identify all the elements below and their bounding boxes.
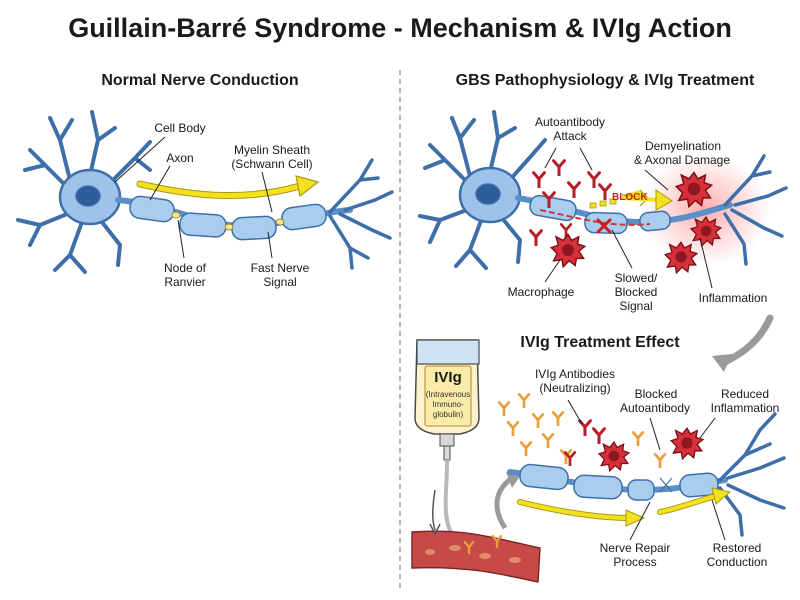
label-conduction: Conduction — [706, 555, 768, 569]
up-curved-arrow — [494, 475, 514, 530]
restored-signal-arrows — [517, 487, 732, 527]
label-nerve-repair: Nerve Repair — [599, 541, 671, 555]
transition-arrowhead — [712, 354, 732, 372]
gbs-axon-terminal — [723, 154, 788, 266]
label-block: BLOCK — [612, 192, 648, 203]
down-arrow — [432, 489, 436, 531]
label-cell-body: Cell Body — [154, 121, 206, 135]
label-ranvier: Ranvier — [164, 275, 206, 289]
normal-leader-lines — [114, 136, 273, 259]
repair-spark — [659, 477, 673, 493]
label-fast-signal: Signal — [263, 275, 297, 289]
label-inflammation: Inflammation — [698, 291, 768, 305]
blocked-signal-arrow — [589, 189, 673, 211]
label-blocked-autoantibody-2: Autoantibody — [619, 401, 691, 415]
block-x-icon — [596, 218, 612, 234]
gbs-dendrites — [418, 110, 547, 270]
label-node-of: Node of — [163, 261, 207, 275]
normal-dendrites — [16, 110, 152, 274]
label-blocked: Blocked — [614, 285, 658, 299]
normal-myelin-sheath — [129, 195, 327, 241]
label-ivig-antibodies: IVIg Antibodies — [534, 367, 616, 381]
normal-nodes-of-ranvier — [171, 211, 285, 231]
label-restored: Restored — [712, 541, 762, 555]
label-macrophage: Macrophage — [507, 285, 575, 299]
label-slowed-signal: Signal — [619, 299, 653, 313]
gbs-leader-lines — [544, 147, 713, 289]
blood-vessel — [411, 530, 541, 583]
label-axonal-damage: & Axonal Damage — [633, 153, 731, 167]
label-neutralizing: (Neutralizing) — [539, 381, 611, 395]
ivig-bag — [414, 339, 480, 461]
page-title: Guillain-Barré Syndrome - Mechanism & IV… — [68, 13, 732, 43]
ivig-macrophages — [598, 427, 704, 472]
bag-line-1: (Intravenous — [425, 390, 471, 399]
label-reduced-inflammation: Inflammation — [710, 401, 780, 415]
normal-axon-terminal — [328, 158, 394, 270]
transition-arrow — [721, 314, 774, 366]
label-autoantibody: Autoantibody — [534, 115, 606, 129]
repaired-axon-terminal — [718, 412, 786, 537]
label-axon: Axon — [166, 151, 194, 165]
damaged-axon-stripe — [539, 209, 651, 226]
label-myelin-sheath: Myelin Sheath — [233, 143, 311, 157]
gbs-nucleus — [475, 183, 501, 205]
up-curved-arrowhead — [506, 472, 520, 488]
label-blocked-autoantibody-1: Blocked — [634, 387, 678, 401]
ivig-heading: IVIg Treatment Effect — [520, 334, 680, 351]
label-schwann-cell: (Schwann Cell) — [231, 157, 313, 171]
gbs-heading: GBS Pathophysiology & IVIg Treatment — [455, 72, 755, 89]
neutralized-autoantibodies — [563, 419, 606, 466]
down-arrowhead — [429, 523, 441, 536]
ivig-leader-lines — [567, 399, 726, 541]
bag-line-3: globulin) — [432, 410, 464, 419]
normal-nucleus — [75, 185, 101, 207]
label-fast-nerve: Fast Nerve — [250, 261, 310, 275]
bag-line-2: Immuno- — [432, 400, 464, 409]
bag-title: IVIg — [434, 369, 462, 386]
label-demyelination: Demyelination — [644, 139, 722, 153]
label-attack: Attack — [553, 129, 587, 143]
normal-heading: Normal Nerve Conduction — [101, 72, 299, 89]
label-reduced: Reduced — [720, 387, 770, 401]
label-slowed: Slowed/ — [614, 271, 658, 285]
repaired-myelin — [519, 463, 719, 501]
fast-signal-arrow — [136, 175, 320, 200]
label-process: Process — [613, 555, 657, 569]
